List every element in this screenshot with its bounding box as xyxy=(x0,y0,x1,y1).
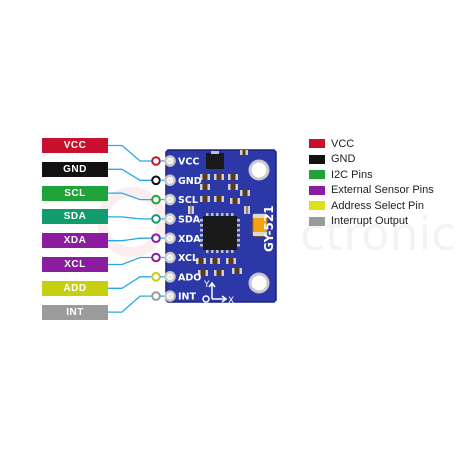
pin-label-sda: SDA xyxy=(42,209,108,225)
pin-label-int: INT xyxy=(42,304,108,320)
legend-item: VCC xyxy=(309,136,434,151)
board-pin-label: VCC xyxy=(178,157,199,168)
board-model-label: GY-521 xyxy=(262,205,276,252)
pin-ring xyxy=(151,272,161,282)
legend-item: Interrupt Output xyxy=(309,214,434,229)
board-pin-label: GND xyxy=(178,176,202,187)
connector-line xyxy=(108,168,152,181)
watermark: ctronic xyxy=(97,187,457,261)
axis-arrows xyxy=(202,281,228,303)
pin-ring xyxy=(151,252,161,263)
legend-swatch xyxy=(309,216,325,226)
connector-line xyxy=(108,216,152,220)
regulator-chip xyxy=(206,153,224,169)
legend-label: Interrupt Output xyxy=(331,215,409,228)
board-pin-label: XCL xyxy=(178,253,198,264)
mounting-hole xyxy=(248,272,270,294)
legend-label: I2C Pins xyxy=(331,168,373,181)
connector-line xyxy=(108,276,152,289)
board-pin-label: XDA xyxy=(178,234,201,245)
legend-label: VCC xyxy=(331,137,355,150)
legend-item: I2C Pins xyxy=(309,167,434,182)
connector-line xyxy=(108,295,152,313)
pin-ring xyxy=(151,194,161,205)
pin-label-xcl: XCL xyxy=(42,257,108,272)
pin-ring xyxy=(151,156,161,166)
pin-label-add: ADD xyxy=(42,280,108,296)
legend-label: GND xyxy=(331,153,356,166)
legend-item: External Sensor Pins xyxy=(309,183,434,198)
pin-label-vcc: VCC xyxy=(42,138,108,153)
connector-line xyxy=(108,237,152,242)
legend-item: GND xyxy=(309,152,434,167)
legend-swatch xyxy=(309,154,325,164)
board-pin-label: INT xyxy=(178,292,196,303)
mpu6050-chip xyxy=(203,216,237,250)
connector-line xyxy=(108,192,152,201)
axis-x-label: X xyxy=(228,296,234,306)
pin-ring xyxy=(151,291,161,301)
legend-swatch xyxy=(309,201,325,211)
pin-label-gnd: GND xyxy=(42,161,108,177)
mounting-hole xyxy=(248,159,270,181)
legend-swatch xyxy=(309,185,325,195)
pin-label-xda: XDA xyxy=(42,233,108,249)
pin-ring xyxy=(151,175,161,186)
connector-line xyxy=(108,144,152,162)
connector-line xyxy=(108,256,152,266)
gy521-board xyxy=(164,149,277,303)
connector-lines xyxy=(108,144,166,313)
board-pin-label: SCL xyxy=(178,195,198,206)
pin-ring xyxy=(151,214,161,224)
legend-label: Address Select Pin xyxy=(331,199,424,212)
pin-label-scl: SCL xyxy=(42,185,108,201)
legend-item: Address Select Pin xyxy=(309,198,434,213)
board-pin-label: SDA xyxy=(178,215,201,226)
pin-ring xyxy=(151,233,161,243)
svg-text:ctronic: ctronic xyxy=(300,207,457,261)
smd-components xyxy=(188,150,250,276)
legend-swatch xyxy=(309,170,325,180)
board-pin-label: ADO xyxy=(178,272,201,283)
legend-label: External Sensor Pins xyxy=(331,184,434,197)
axis-y-label: Y xyxy=(203,280,210,290)
legend-swatch xyxy=(309,139,325,148)
